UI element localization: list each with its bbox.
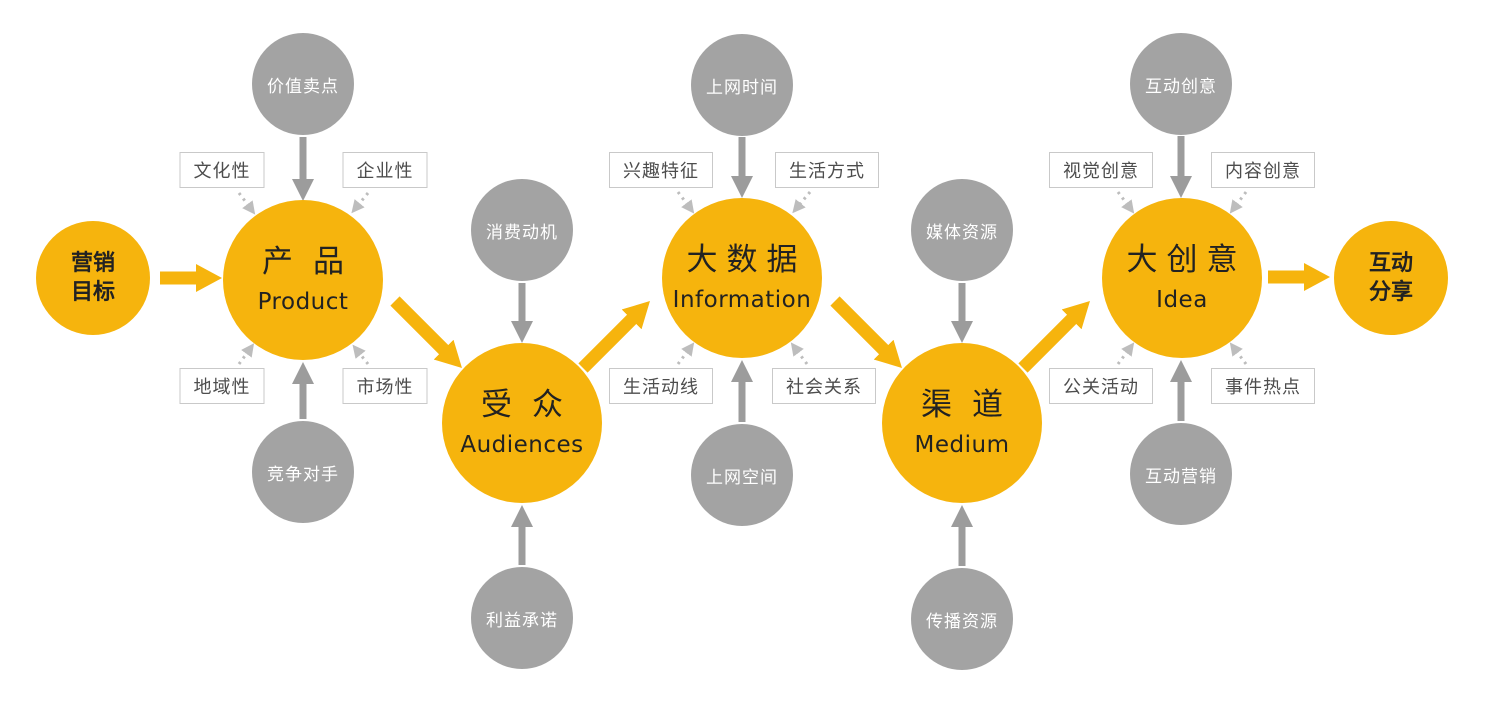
tag-life-route: 生活动线	[609, 368, 713, 404]
node-online-time-label: 上网时间	[706, 77, 778, 98]
arrow-information-to-medium	[830, 296, 902, 368]
arrow-tag-lifestyle	[792, 191, 812, 214]
node-interactive-creativity: 互动创意	[1130, 33, 1232, 135]
node-interactive-creativity-label: 互动创意	[1145, 76, 1217, 97]
arrow-tag-social-relations	[790, 342, 809, 365]
node-interactive-sharing-line2: 分享	[1368, 280, 1413, 305]
tag-market: 市场性	[342, 368, 428, 404]
node-benefit-promise: 利益承诺	[471, 567, 573, 669]
node-online-space-label: 上网空间	[706, 467, 778, 488]
arrow-product-to-audiences	[390, 296, 462, 368]
node-competitors: 竞争对手	[252, 421, 354, 523]
node-product-zh: 产品	[262, 244, 364, 281]
node-medium-zh: 渠道	[921, 387, 1023, 424]
node-media-resources: 媒体资源	[911, 179, 1013, 281]
node-interactive-marketing: 互动营销	[1130, 423, 1232, 525]
node-consumption-motivation-label: 消费动机	[486, 222, 558, 243]
node-marketing-goal-line2: 目标	[70, 280, 115, 305]
tag-lifestyle: 生活方式	[775, 152, 879, 188]
node-communication-resources-label: 传播资源	[926, 611, 998, 632]
node-idea-zh: 大创意	[1126, 242, 1247, 279]
node-consumption-motivation: 消费动机	[471, 179, 573, 281]
node-marketing-goal: 营销 目标	[36, 221, 150, 335]
node-marketing-goal-line1: 营销	[70, 250, 115, 276]
node-medium: 渠道 Medium	[882, 343, 1042, 503]
node-idea-en: Idea	[1156, 286, 1208, 313]
tag-pr-activities: 公关活动	[1049, 368, 1153, 404]
node-product: 产品 Product	[223, 200, 383, 360]
arrow-tag-region	[237, 343, 255, 365]
node-product-en: Product	[257, 288, 349, 315]
arrow-tag-interest-traits	[676, 191, 695, 214]
node-information: 大数据 Information	[662, 198, 822, 358]
arrow-tag-pr-activities	[1116, 342, 1135, 365]
node-information-zh: 大数据	[686, 242, 807, 279]
node-benefit-promise-label: 利益承诺	[486, 610, 558, 631]
arrow-audiences-to-information	[578, 301, 650, 373]
arrow-tag-enterprise	[351, 192, 370, 214]
tag-enterprise: 企业性	[342, 152, 428, 188]
tag-culture: 文化性	[179, 152, 265, 188]
arrow-tag-content-creativity	[1229, 191, 1248, 214]
arrow-tag-market	[352, 344, 370, 365]
node-competitors-label: 竞争对手	[267, 464, 339, 485]
node-audiences-en: Audiences	[460, 431, 584, 458]
tag-region: 地域性	[179, 368, 265, 404]
node-communication-resources: 传播资源	[911, 568, 1013, 670]
arrow-tag-life-route	[676, 342, 695, 365]
node-idea: 大创意 Idea	[1102, 198, 1262, 358]
node-media-resources-label: 媒体资源	[926, 222, 998, 243]
node-online-time: 上网时间	[691, 34, 793, 136]
node-audiences: 受众 Audiences	[442, 343, 602, 503]
tag-visual-creativity: 视觉创意	[1049, 152, 1153, 188]
node-value-selling-point-label: 价值卖点	[267, 76, 339, 97]
node-online-space: 上网空间	[691, 424, 793, 526]
arrow-tag-visual-creativity	[1116, 191, 1135, 214]
tag-social-relations: 社会关系	[772, 368, 876, 404]
node-audiences-zh: 受众	[481, 387, 583, 424]
arrow-medium-to-idea	[1018, 301, 1090, 373]
arrow-tag-culture	[237, 192, 256, 215]
tag-interest-traits: 兴趣特征	[609, 152, 713, 188]
tag-event-hotspots: 事件热点	[1211, 368, 1315, 404]
node-interactive-marketing-label: 互动营销	[1145, 466, 1217, 487]
node-medium-en: Medium	[914, 431, 1010, 458]
arrow-tag-event-hotspots	[1229, 342, 1248, 365]
node-value-selling-point: 价值卖点	[252, 33, 354, 135]
node-interactive-sharing-line1: 互动	[1368, 250, 1413, 276]
tag-content-creativity: 内容创意	[1211, 152, 1315, 188]
node-information-en: Information	[672, 286, 812, 313]
node-interactive-sharing: 互动 分享	[1334, 221, 1448, 335]
